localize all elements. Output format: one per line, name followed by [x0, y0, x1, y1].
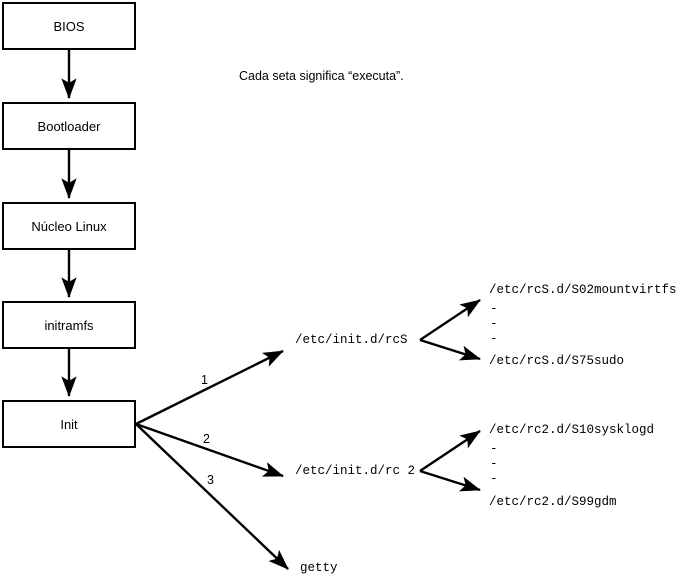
- rcs-ellipsis-dash-2: -: [490, 317, 498, 331]
- node-init[interactable]: Init: [2, 400, 136, 448]
- node-bootloader-label: Bootloader: [37, 118, 101, 134]
- branch-number-1: 1: [201, 373, 208, 387]
- rcs-ellipsis-dash-1: -: [490, 302, 498, 316]
- branch-number-2: 2: [203, 432, 210, 446]
- rcs-ellipsis-dash-3: -: [490, 332, 498, 346]
- node-bios-label: BIOS: [53, 18, 85, 34]
- subfan-rc2-bottom-arrow: [419, 469, 481, 492]
- node-kernel-label: Núcleo Linux: [31, 218, 107, 234]
- node-bootloader[interactable]: Bootloader: [2, 102, 136, 150]
- subfan-rcs-top-arrow: [419, 299, 481, 341]
- rc2-ellipsis-dash-2: -: [490, 457, 498, 471]
- node-initramfs-label: initramfs: [44, 317, 94, 333]
- label-rc2-first-script[interactable]: /etc/rc2.d/S10sysklogd: [489, 423, 655, 437]
- branch-arrow-3-getty: [135, 423, 289, 570]
- subfan-rcs-bottom-arrow: [419, 338, 481, 361]
- branch-number-3: 3: [207, 473, 214, 487]
- label-rcs-script[interactable]: /etc/init.d/rcS: [295, 333, 408, 347]
- node-kernel[interactable]: Núcleo Linux: [2, 202, 136, 250]
- node-bios[interactable]: BIOS: [2, 2, 136, 50]
- node-init-label: Init: [60, 416, 78, 432]
- label-rc2-last-script[interactable]: /etc/rc2.d/S99gdm: [489, 495, 617, 509]
- label-getty[interactable]: getty: [300, 561, 338, 575]
- label-rc2-script[interactable]: /etc/init.d/rc 2: [295, 464, 416, 478]
- rc2-ellipsis-dash-1: -: [490, 442, 498, 456]
- branch-arrow-1-rcs: [135, 349, 284, 426]
- node-initramfs[interactable]: initramfs: [2, 301, 136, 349]
- subfan-rc2-top-arrow: [419, 430, 481, 472]
- label-rcs-last-script[interactable]: /etc/rcS.d/S75sudo: [489, 354, 625, 368]
- rc2-ellipsis-dash-3: -: [490, 472, 498, 486]
- label-rcs-first-script[interactable]: /etc/rcS.d/S02mountvirtfs: [489, 283, 677, 297]
- legend-note: Cada seta significa “executa”.: [239, 69, 404, 83]
